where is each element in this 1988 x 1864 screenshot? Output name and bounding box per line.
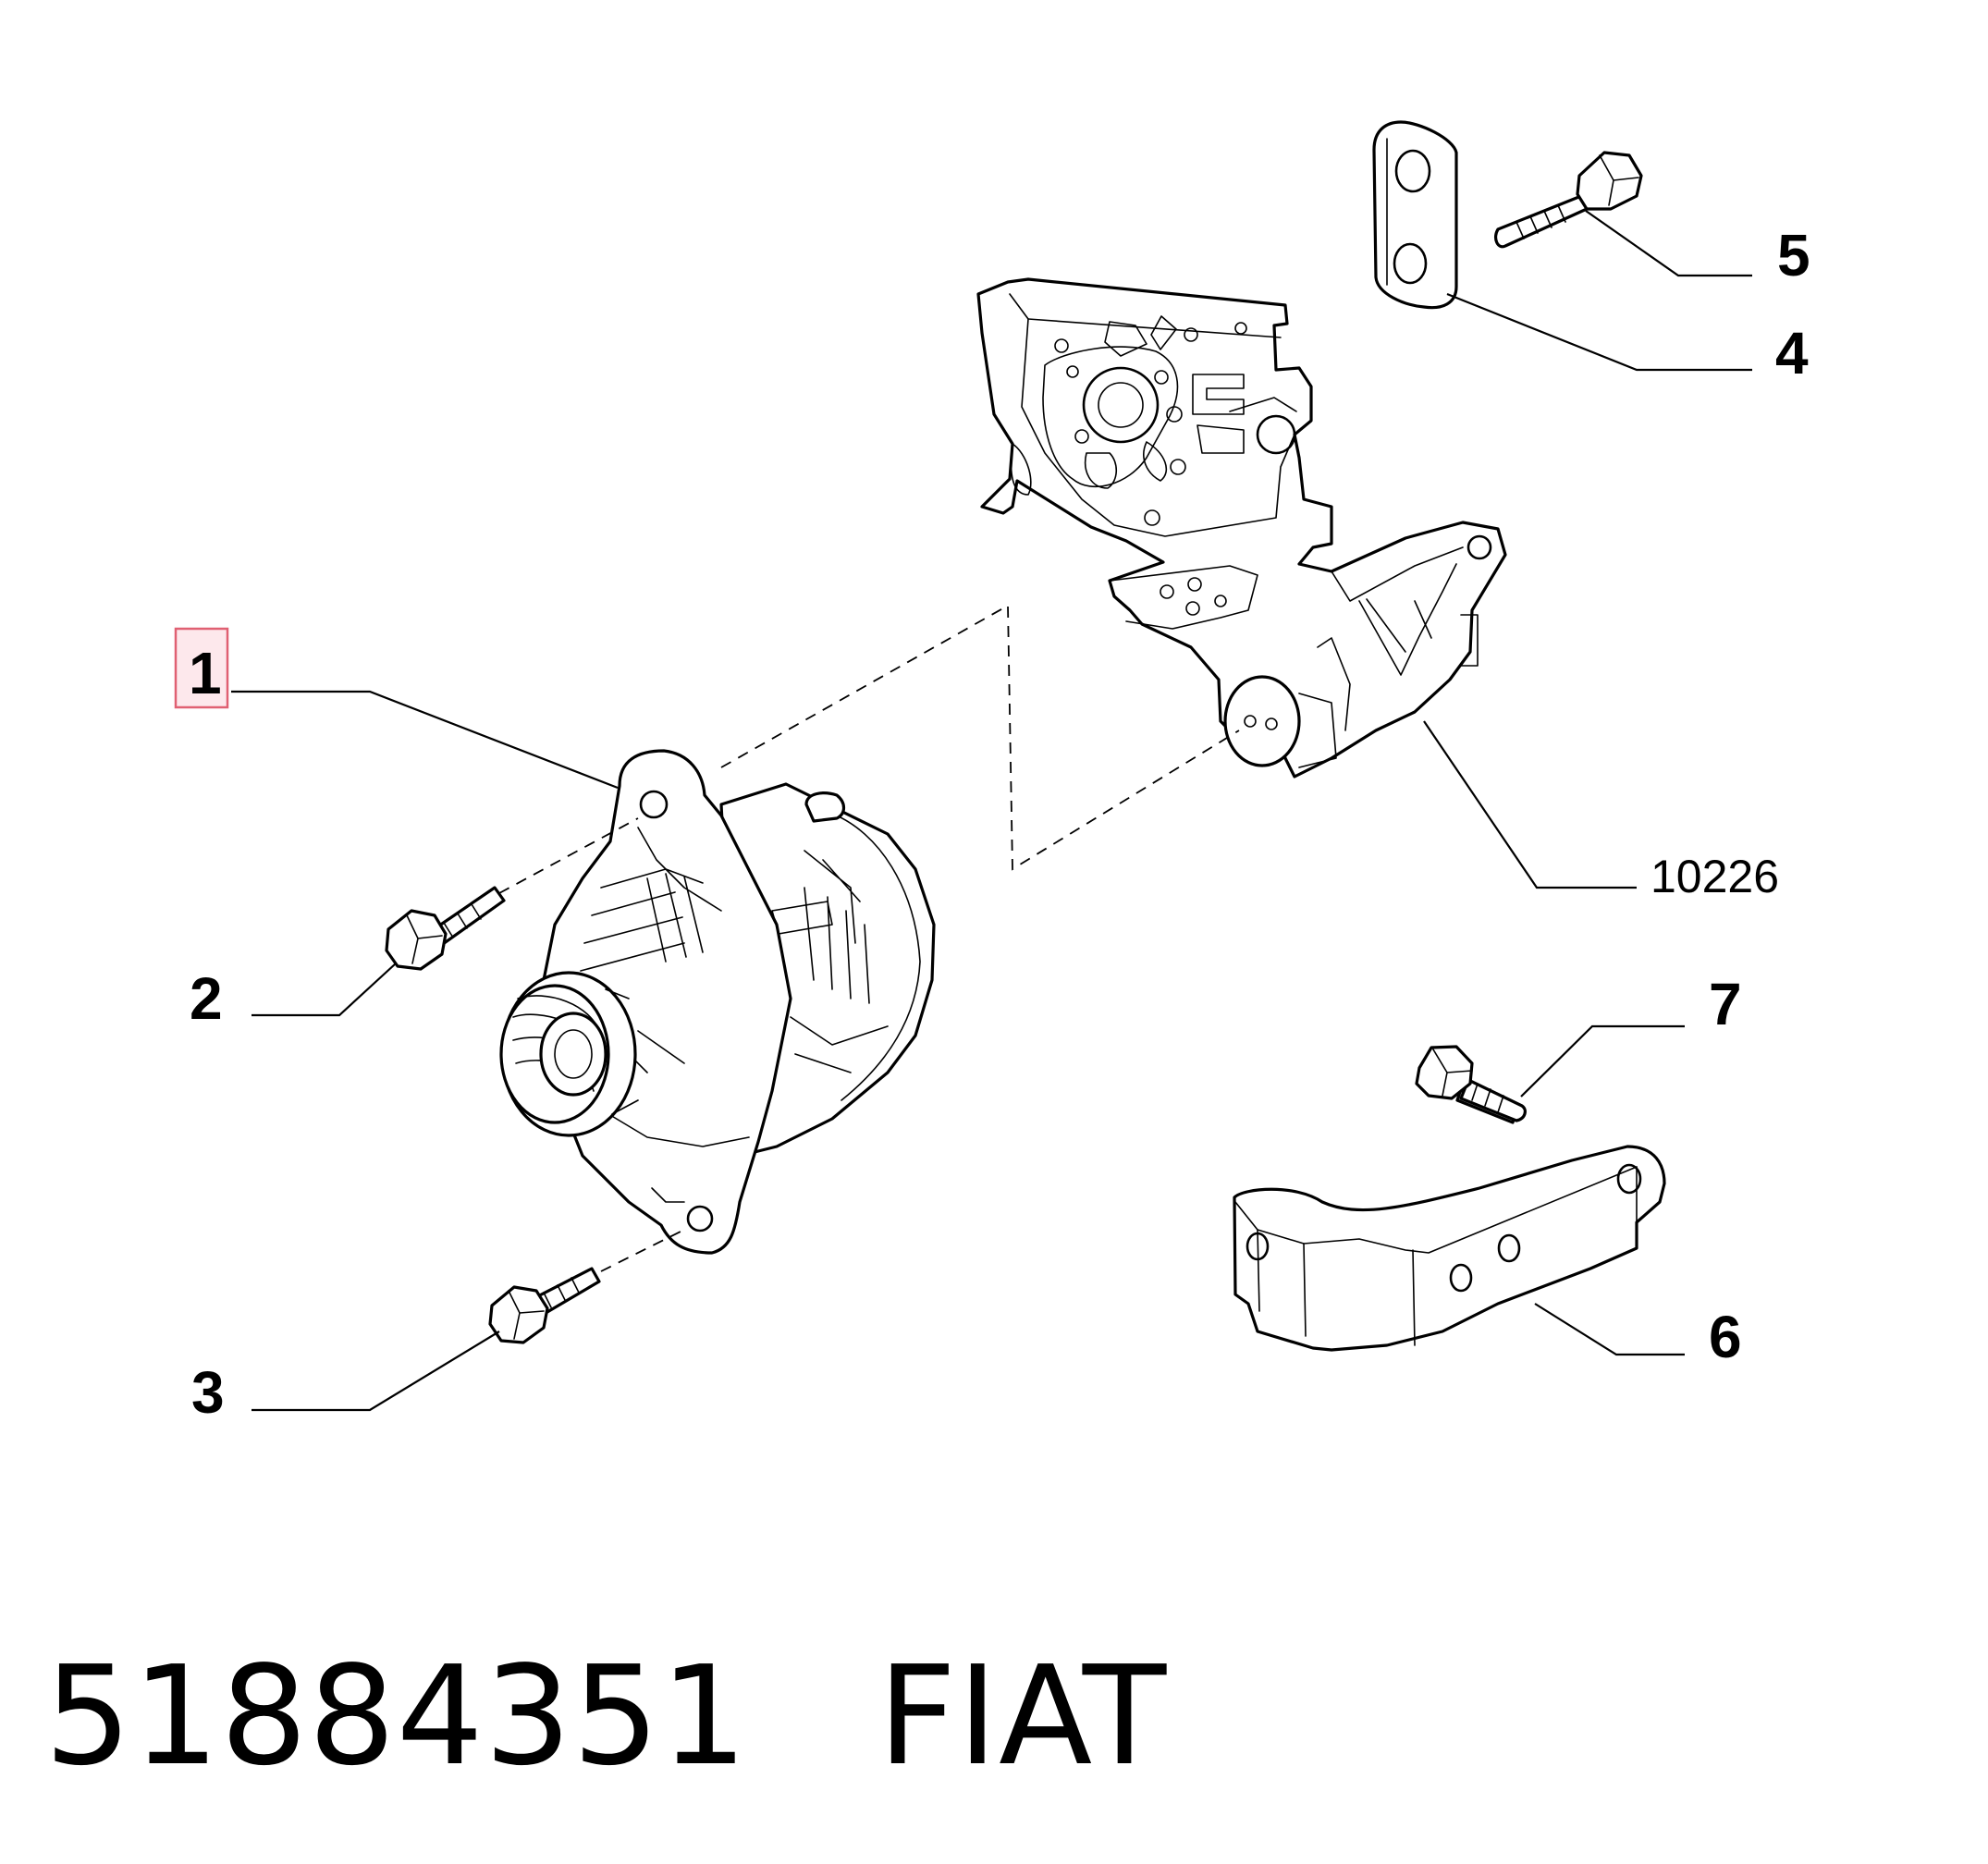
part-number: 51884351 <box>44 1637 749 1796</box>
assembly-guide-lines <box>498 604 1240 1272</box>
selected-callout-highlight <box>174 627 229 709</box>
callout-labels: 1 2 3 4 5 6 7 10226 <box>174 222 1810 1426</box>
brand-name: FIAT <box>877 1637 1168 1796</box>
bolt-5[interactable] <box>1493 151 1643 249</box>
bolt-3[interactable] <box>488 1267 601 1344</box>
bolt-2[interactable] <box>385 886 506 971</box>
callout-5[interactable]: 5 <box>1777 222 1810 288</box>
callout-3[interactable]: 3 <box>191 1359 225 1426</box>
alternator[interactable] <box>499 749 936 1255</box>
bolt-7[interactable] <box>1415 1045 1527 1124</box>
callout-1[interactable]: 1 <box>189 640 222 706</box>
engine-mounting-bracket[interactable] <box>976 277 1507 779</box>
spacer-plate[interactable] <box>1372 120 1458 310</box>
callout-2[interactable]: 2 <box>190 965 223 1032</box>
part-caption: 51884351 FIAT <box>44 1637 1167 1796</box>
leader-lines <box>231 210 1752 1412</box>
callout-7[interactable]: 7 <box>1709 971 1742 1037</box>
callout-4[interactable]: 4 <box>1775 320 1809 386</box>
support-arm[interactable] <box>1233 1145 1666 1352</box>
callout-10226[interactable]: 10226 <box>1651 851 1779 902</box>
callout-6[interactable]: 6 <box>1709 1304 1742 1370</box>
